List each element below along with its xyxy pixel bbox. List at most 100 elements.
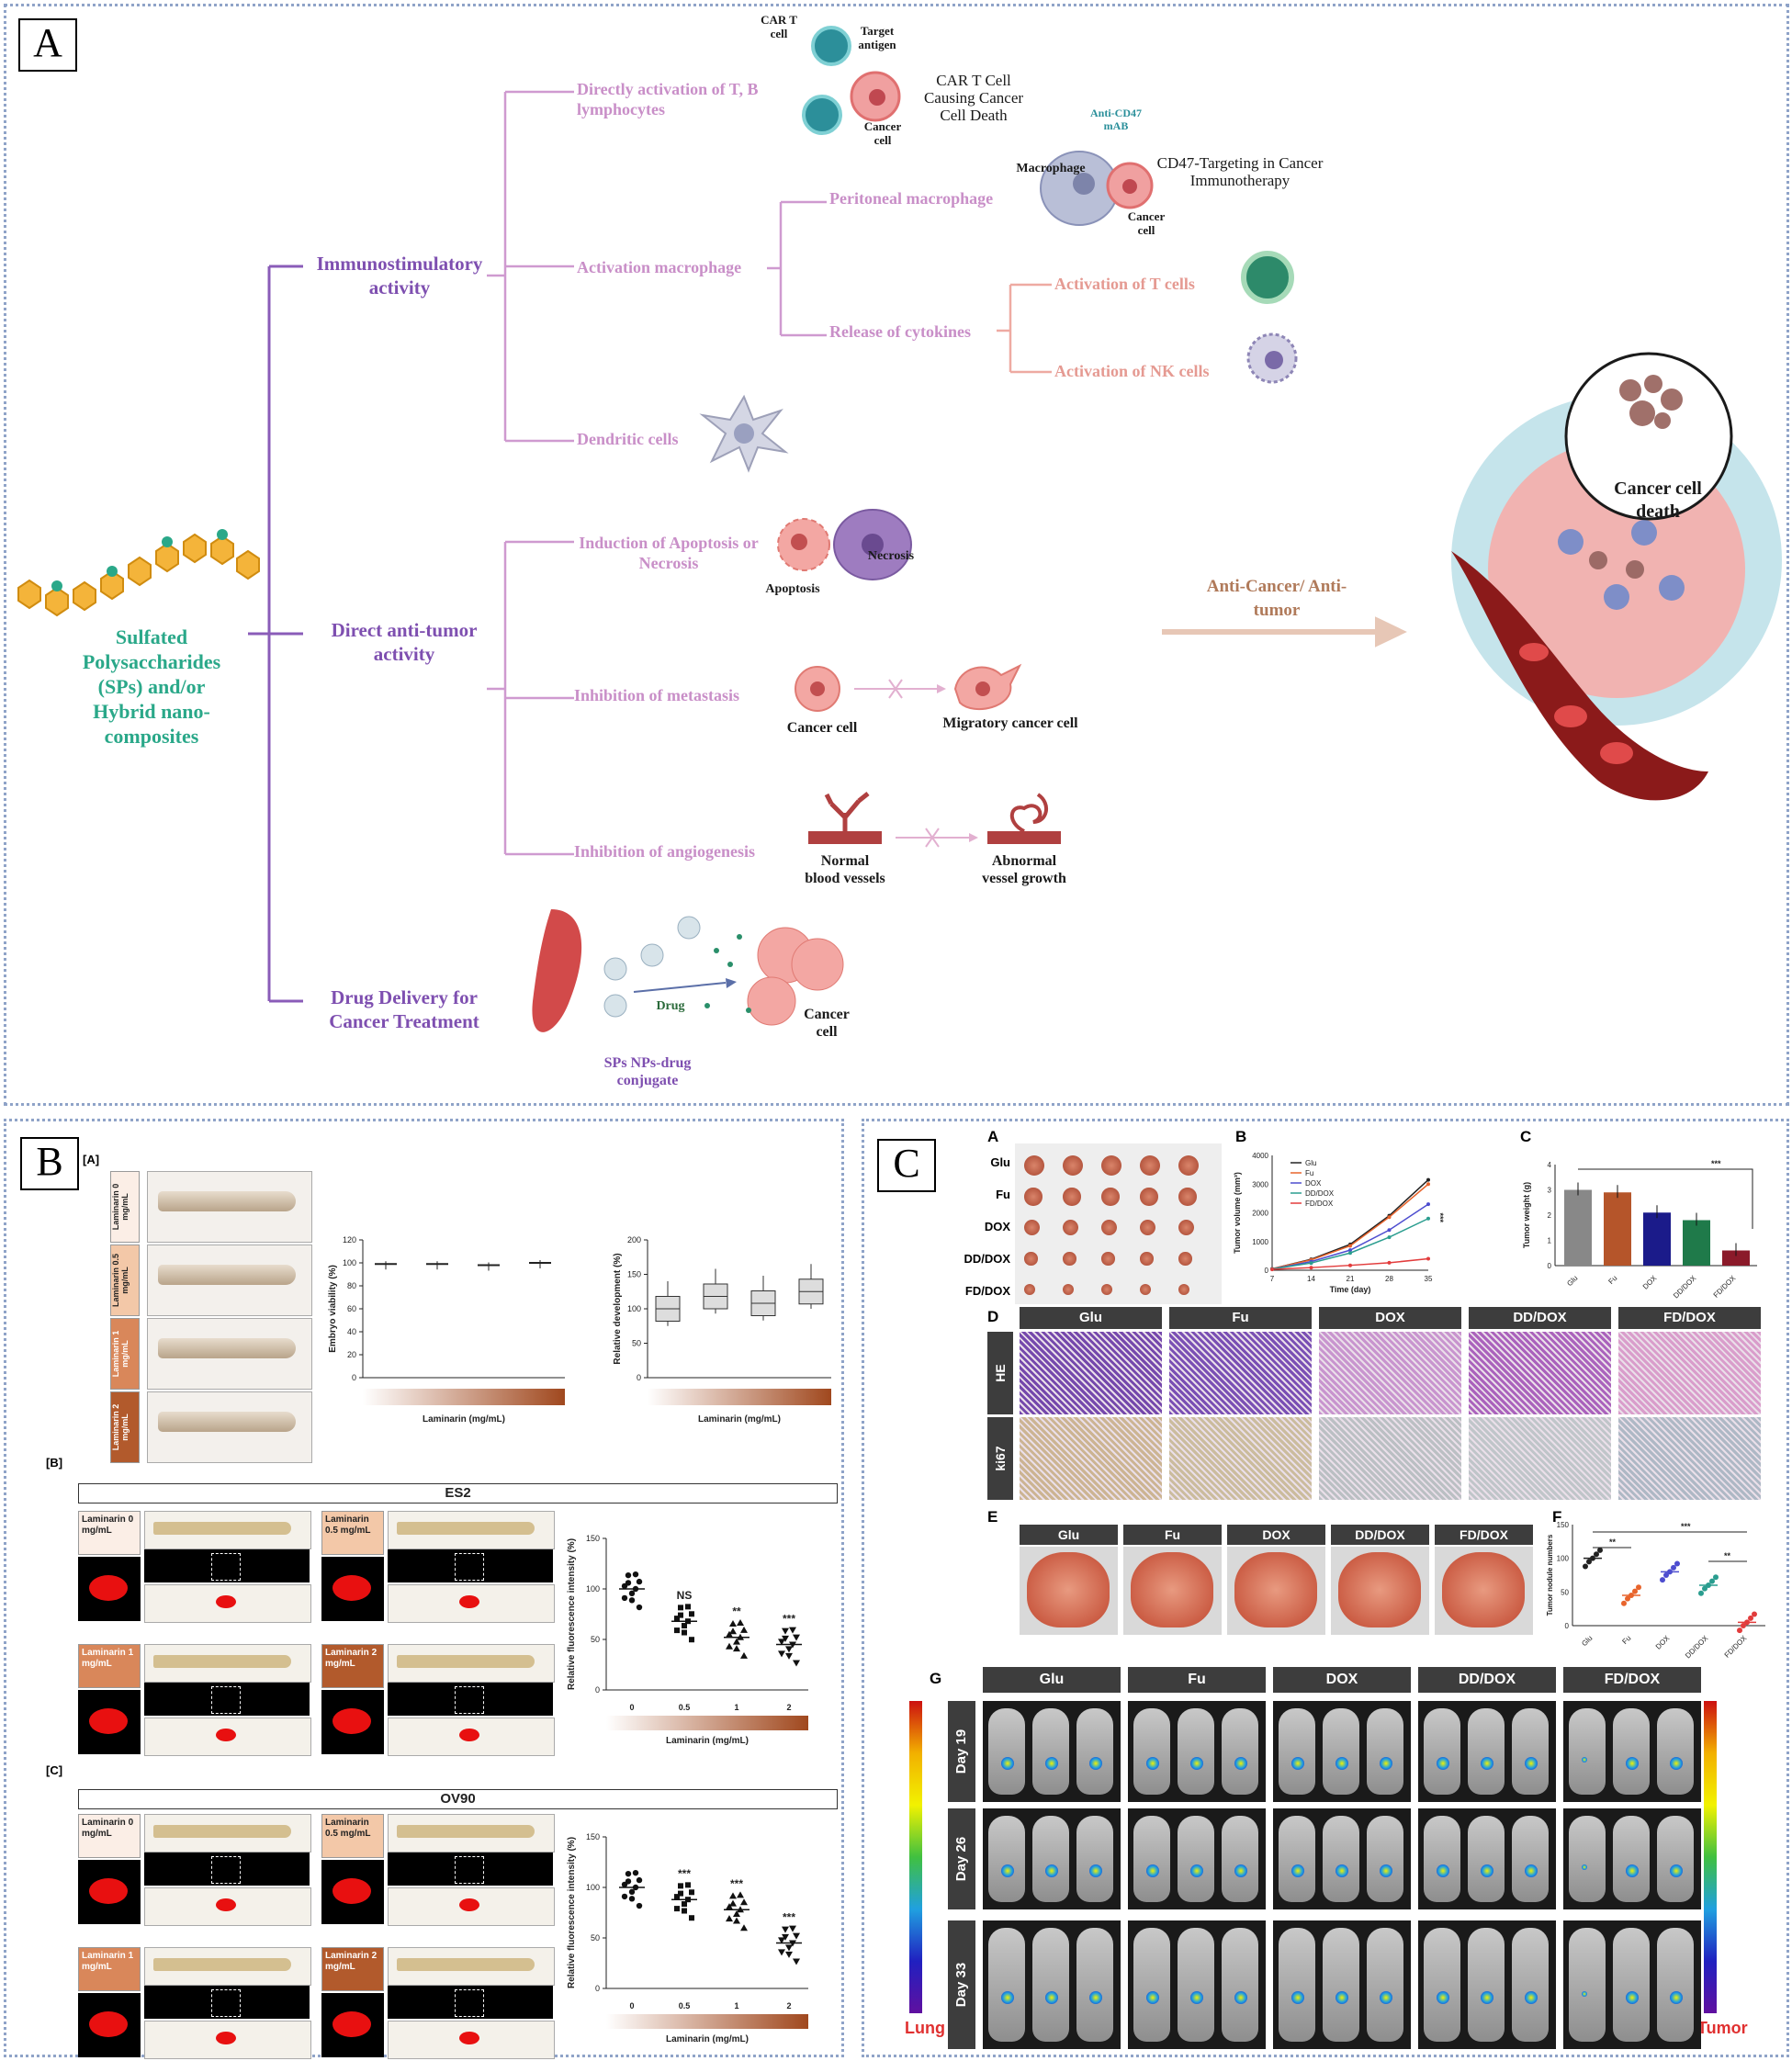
y-tick-label: 120 [343,1235,356,1244]
gradient-bar [606,1716,808,1730]
panel-b-sub-b: [B] [46,1456,63,1470]
ivis-day-header: Day 19 [948,1701,975,1802]
data-point [793,1634,800,1641]
ivis-signal [1626,1991,1639,2004]
x-tick-label: DOX [1654,1634,1672,1651]
fish-shape [397,1655,535,1668]
tumor-specimen [1063,1155,1083,1176]
tumor-fluorescence [332,1708,371,1734]
data-point [674,1616,680,1622]
data-point [733,1910,740,1918]
series-point [1426,1216,1430,1221]
tumor-specimen [1024,1284,1035,1295]
panel-c-sub-b: B [1235,1128,1247,1145]
data-point [628,1590,636,1597]
x-tick-label: DOX [1641,1274,1659,1291]
fish-fluorescence [388,1853,553,1886]
data-point [678,1883,683,1889]
series-point [1348,1244,1352,1248]
y-tick-label: 2 [1548,1211,1552,1220]
angiogenesis-icon [808,792,1061,848]
data-point [729,1619,737,1627]
ivis-day-header: Day 26 [948,1808,975,1909]
histology-image [1020,1417,1162,1500]
sub-activation-t-cells: Activation of T cells [1054,275,1195,293]
tumor-specimen [1101,1252,1115,1266]
series-point [1270,1267,1274,1272]
x-axis-label: Laminarin (mg/mL) [698,1414,781,1425]
label-abnormal-vessels: Abnormal vessel growth [982,853,1066,886]
y-tick-label: 3 [1548,1187,1552,1195]
y-tick-label: 50 [591,1635,600,1644]
label-cancer-cell-3: Cancer cell [786,720,858,736]
x-tick-label: Fu [1606,1274,1618,1286]
embryo-condition-text: Laminarin 0 mg/mL [111,1183,130,1231]
t-cell-icon [1241,251,1294,304]
ivis-signal [1670,1756,1683,1770]
significance-label: *** [730,1877,743,1890]
ivis-mouse [1468,1708,1505,1795]
dendritic-cell-icon [699,394,789,473]
y-tick-label: 80 [347,1281,356,1290]
data-point [782,1635,789,1642]
tumor-specimen [1178,1252,1192,1266]
panel-b-letter: B [20,1137,79,1190]
cancer-cell-death-circle [1564,352,1733,521]
macrophage-icon [1040,151,1154,226]
embryo-condition-label: Laminarin 1 mg/mL [110,1318,140,1390]
lung-group-header: DD/DOX [1331,1525,1429,1545]
data-point [628,1896,636,1902]
tumor-fluorescence [89,1575,128,1601]
nk-cell-icon [1246,332,1298,384]
y-tick-label: 50 [591,1933,600,1943]
ivis-day-label: Day 26 [953,1836,969,1882]
y-tick-label: 1 [1548,1237,1552,1245]
x-tick-label: 35 [1425,1275,1433,1283]
bar [1604,1192,1631,1266]
sub-inhibition-metastasis: Inhibition of metastasis [574,686,740,704]
histology-image [1618,1332,1761,1414]
x-tick-label: 0.5 [679,1703,691,1712]
fish-overlay-tumor [216,2032,236,2044]
sub-release-cytokines: Release of cytokines [829,322,971,341]
fish-overlay-tumor [459,1898,479,1911]
tumor-specimen [1024,1155,1044,1176]
ivis-mouse [1178,1708,1214,1795]
ivis-signal [1626,1756,1639,1770]
tumor-specimen [1101,1188,1120,1206]
ivis-signal [1190,1756,1203,1770]
lung-specimen [1338,1552,1421,1627]
data-point [636,1578,643,1585]
y-tick-label: 0 [595,1685,600,1695]
ivis-signal [1001,1991,1014,2004]
data-point [636,1876,643,1884]
label-anti-cancer: Anti-Cancer/ Anti-tumor [1206,577,1347,620]
data-point [789,1627,796,1634]
legend-label: Glu [1305,1159,1316,1167]
data-point [740,1626,748,1633]
ivis-group-header: Fu [1128,1667,1266,1693]
data-point [733,1638,740,1645]
es2-header: ES2 [78,1483,838,1504]
embryo-shape [158,1412,296,1432]
tumor-fluorescence [89,2011,128,2037]
ivis-signal [1045,1756,1058,1770]
legend-label: Fu [1305,1169,1313,1177]
data-point [1583,1563,1588,1570]
series-point [1348,1251,1352,1256]
ivis-signal [1336,1756,1348,1770]
x-tick-label: 0.5 [679,2001,691,2010]
ivis-mouse [1279,1816,1315,1902]
zoom-box [211,1553,241,1581]
data-point [729,1899,737,1907]
ivis-signal [1234,1991,1247,2004]
data-point [793,1932,800,1940]
y-tick-label: 100 [627,1304,641,1313]
panel-c-sub-c: C [1520,1128,1532,1145]
zoom-box [211,1686,241,1714]
y-tick-label: 100 [1557,1555,1570,1563]
label-cancer-cell-death: Cancer cell death [1614,479,1702,522]
data-point [729,1627,737,1635]
x-axis-label: Laminarin (mg/mL) [423,1414,505,1425]
ivis-group-header: DD/DOX [1418,1667,1556,1693]
